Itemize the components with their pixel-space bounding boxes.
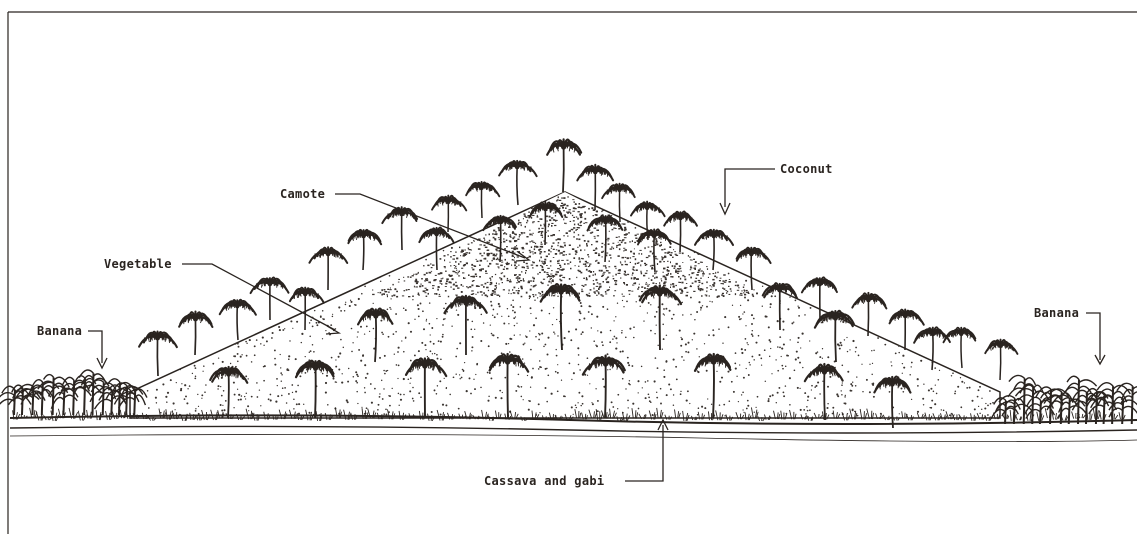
label-cassava-gabi: Cassava and gabi (484, 474, 604, 488)
hill (130, 192, 1000, 418)
label-camote: Camote (280, 187, 325, 201)
label-coconut: Coconut (780, 162, 833, 176)
banana-cluster-right (991, 375, 1137, 424)
banana-cluster-left (0, 370, 147, 415)
label-vegetable: Vegetable (104, 257, 172, 271)
callout-coconut: Coconut (720, 162, 833, 214)
callout-banana-left: Banana (37, 324, 107, 368)
label-banana-left: Banana (37, 324, 82, 338)
callout-banana-right: Banana (1034, 306, 1105, 364)
label-banana-right: Banana (1034, 306, 1079, 320)
